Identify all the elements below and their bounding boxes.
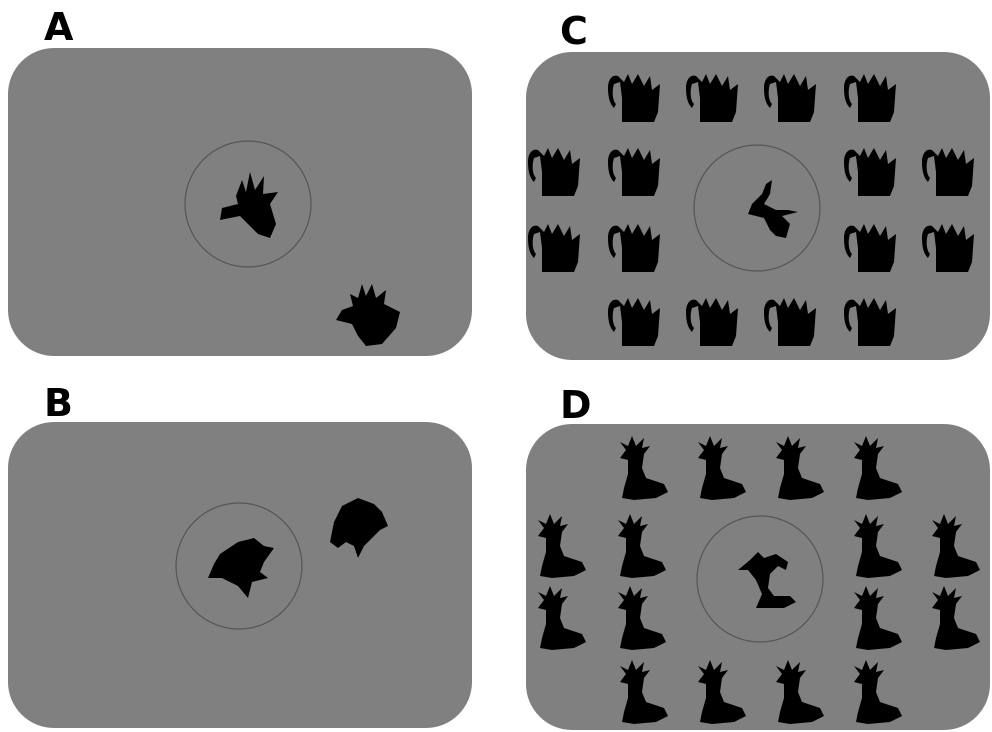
distractor-shape	[330, 498, 388, 558]
panel-b-canvas	[175, 498, 388, 630]
fixation-circle	[696, 515, 824, 643]
fixation-circle	[693, 144, 821, 272]
panel-b	[8, 422, 472, 728]
panel-label-d: D	[560, 383, 592, 427]
panel-d	[526, 424, 990, 730]
panel-a-canvas	[184, 140, 400, 346]
target-shape	[738, 552, 796, 608]
distractor-shape	[336, 284, 400, 346]
fixation-circle	[184, 140, 312, 268]
panel-label-b: B	[44, 381, 73, 425]
panel-label-c: C	[560, 9, 588, 53]
fixation-circle	[175, 502, 303, 630]
panel-a	[8, 48, 472, 356]
panel-label-a: A	[44, 5, 74, 49]
panel-d-canvas	[538, 436, 980, 724]
panel-c-canvas	[528, 74, 974, 346]
panel-c	[526, 52, 990, 360]
target-shape	[748, 180, 798, 238]
target-shape	[220, 172, 278, 238]
target-shape	[208, 538, 274, 598]
